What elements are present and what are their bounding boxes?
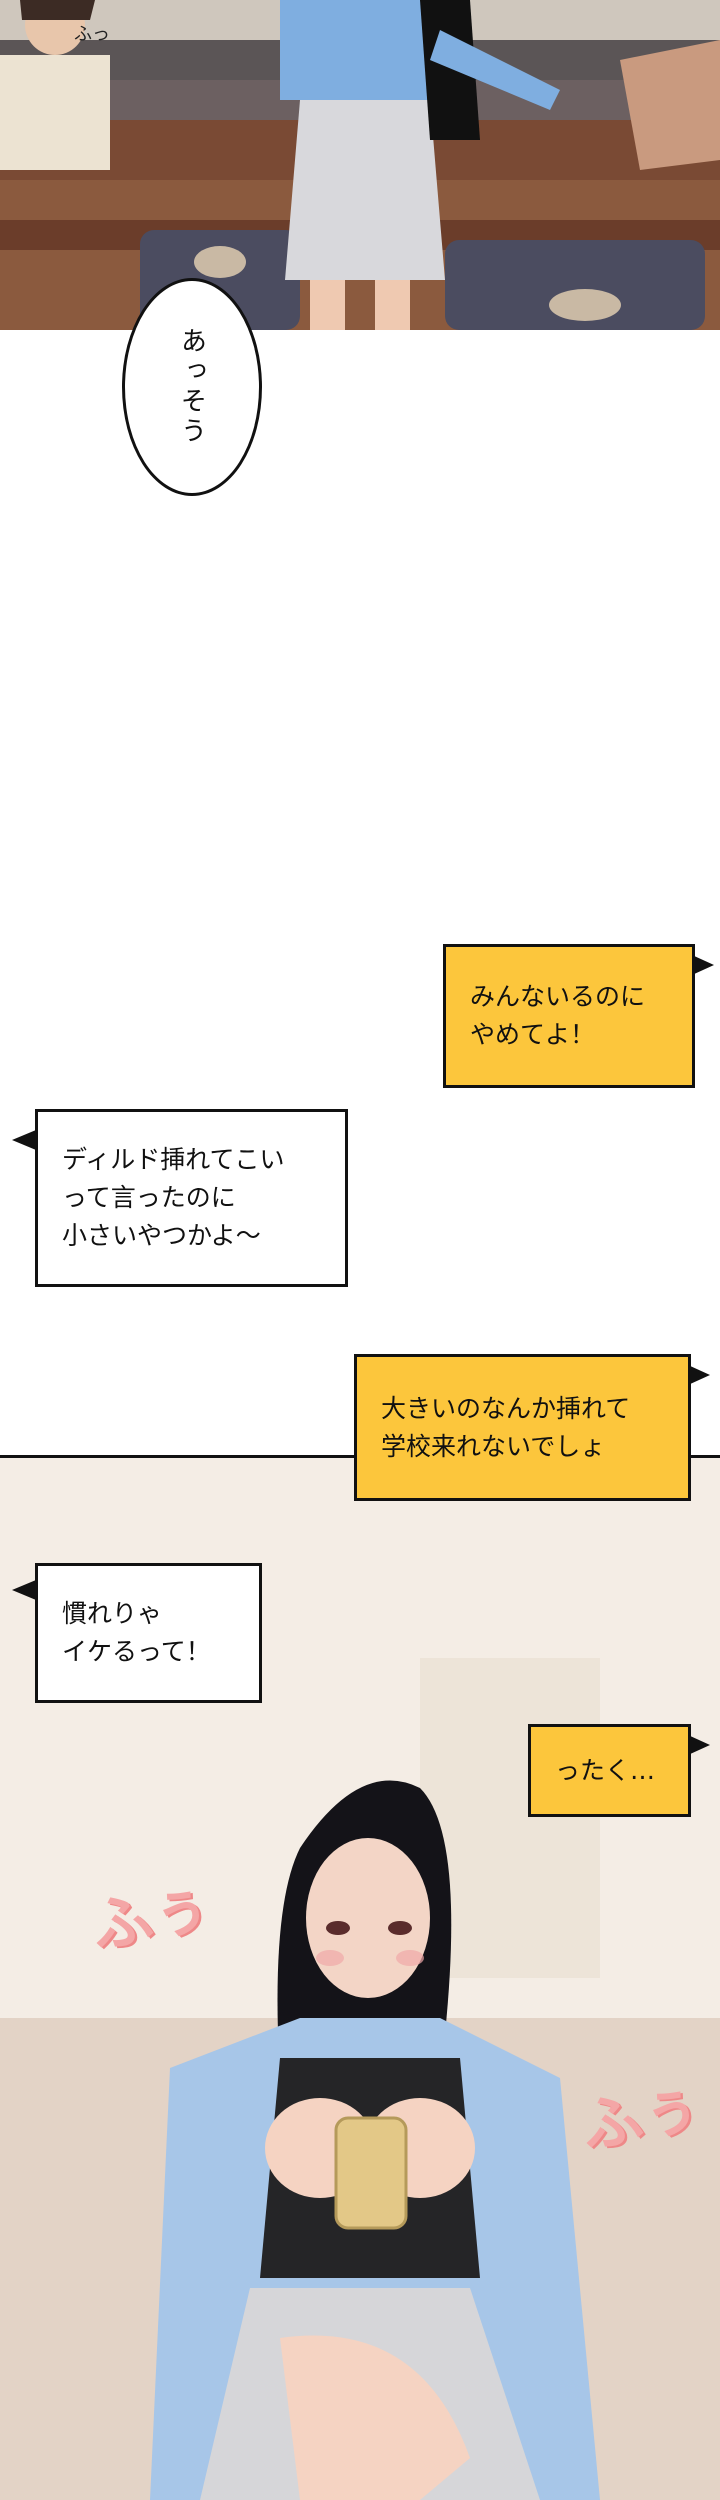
speech-tail: [12, 1130, 36, 1150]
speech-text: ったく…: [555, 1755, 656, 1785]
speech-text: ディルド挿れてこい って言ったのに 小さいやつかよ～: [62, 1145, 285, 1250]
speech-box-4: 慣れりゃ イケるって！: [35, 1563, 262, 1703]
speech-text: あっそう: [176, 327, 207, 447]
speech-box-3: 大きいのなんか挿れて 学校来れないでしょ: [354, 1354, 691, 1501]
speech-bubble-vertical: あっそう: [122, 278, 262, 496]
speech-tail: [12, 1580, 36, 1600]
speech-tail: [688, 1735, 710, 1755]
speech-text: 慣れりゃ イケるって！: [62, 1599, 211, 1666]
speech-tail: [688, 1365, 710, 1385]
speech-tail: [692, 955, 714, 975]
speech-box-2: ディルド挿れてこい って言ったのに 小さいやつかよ～: [35, 1109, 348, 1287]
speech-box-5: ったく…: [528, 1724, 691, 1817]
speech-text: みんないるのに やめてよ！: [470, 982, 646, 1049]
classroom-panel: ふっ: [0, 0, 720, 330]
classroom-illustration: [0, 0, 720, 330]
speech-text: 大きいのなんか挿れて 学校来れないでしょ: [381, 1393, 631, 1461]
speech-box-1: みんないるのに やめてよ！: [443, 944, 695, 1088]
sfx-small: ふっ: [74, 24, 110, 45]
